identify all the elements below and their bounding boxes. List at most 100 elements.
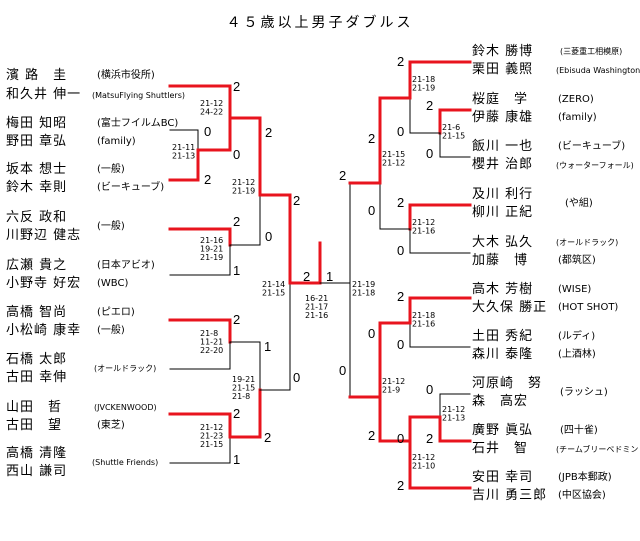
right-team: (四十雀) bbox=[560, 425, 598, 436]
game-score: 21-18 bbox=[412, 75, 435, 84]
game-score: 16-21 bbox=[305, 294, 328, 303]
right-player: 大久保 勝正 bbox=[472, 300, 548, 315]
set-score: 0 bbox=[426, 146, 433, 161]
right-team: (JPB本郵政) bbox=[558, 472, 612, 483]
set-score: 0 bbox=[397, 124, 404, 139]
set-score: 2 bbox=[368, 428, 375, 443]
set-score: 2 bbox=[397, 478, 404, 493]
game-score: 21-12 bbox=[382, 159, 405, 168]
set-score: 0 bbox=[204, 124, 211, 139]
left-team: (横浜市役所) bbox=[97, 70, 155, 81]
game-score: 21-9 bbox=[382, 386, 400, 395]
game-score: 21-8 bbox=[232, 392, 250, 401]
right-team: (family) bbox=[558, 112, 597, 123]
set-score: 2 bbox=[368, 131, 375, 146]
right-player: 廣野 眞弘 bbox=[472, 423, 534, 438]
left-player: 広瀬 貴之 bbox=[6, 258, 68, 273]
right-player: 飯川 一也 bbox=[472, 139, 534, 154]
left-team: (オールドラック) bbox=[94, 364, 157, 373]
right-team: (オールドラック) bbox=[556, 238, 619, 247]
right-team: (三菱重工相模原) bbox=[560, 47, 623, 56]
right-player: 及川 利行 bbox=[472, 187, 534, 202]
game-score: 21-15 bbox=[262, 289, 285, 298]
game-score: 22-20 bbox=[200, 346, 223, 355]
game-score: 21-15 bbox=[232, 384, 255, 393]
set-score: 2 bbox=[339, 168, 346, 183]
right-player: 大木 弘久 bbox=[472, 235, 534, 250]
set-score: 1 bbox=[264, 339, 271, 354]
game-score: 21-19 bbox=[200, 253, 223, 262]
right-player: 桜庭 学 bbox=[472, 92, 529, 107]
game-score: 21-11 bbox=[172, 143, 195, 152]
left-team: (ピエロ) bbox=[97, 307, 135, 318]
set-score: 2 bbox=[233, 214, 240, 229]
right-player: 石井 智 bbox=[472, 441, 529, 456]
game-score: 21-18 bbox=[412, 311, 435, 320]
left-team: (JVCKENWOOD) bbox=[94, 403, 157, 412]
left-player: 高橋 智尚 bbox=[6, 305, 68, 320]
right-player: 安田 幸司 bbox=[472, 470, 534, 485]
game-score: 21-19 bbox=[412, 84, 435, 93]
game-score: 21-18 bbox=[352, 289, 375, 298]
game-score: 21-16 bbox=[305, 311, 328, 320]
right-team: (ZERO) bbox=[558, 94, 594, 105]
set-score: 2 bbox=[233, 406, 240, 421]
left-player: 川野辺 健志 bbox=[6, 228, 82, 243]
left-team: (family) bbox=[97, 136, 136, 147]
set-score: 0 bbox=[397, 431, 404, 446]
set-score: 2 bbox=[303, 269, 310, 284]
right-player: 栗田 義照 bbox=[472, 62, 534, 77]
right-player: 鈴木 勝博 bbox=[472, 44, 534, 59]
left-player: 古田 幸伸 bbox=[6, 370, 68, 385]
right-player: 櫻井 治郎 bbox=[472, 157, 534, 172]
page-title: ４５歳以上男子ダブルス bbox=[226, 15, 414, 31]
set-score: 0 bbox=[368, 326, 375, 341]
left-team: (富士フイルムBC) bbox=[97, 118, 179, 129]
left-player: 和久井 伸一 bbox=[6, 87, 82, 102]
right-player: 高木 芳樹 bbox=[472, 282, 534, 297]
game-score: 21-12 bbox=[232, 178, 255, 187]
right-team: (ラッシュ) bbox=[560, 387, 608, 398]
right-team: (チームブリーベドミントン) bbox=[556, 445, 640, 454]
set-score: 2 bbox=[204, 172, 211, 187]
left-player: 西山 謙司 bbox=[6, 464, 68, 479]
game-score: 24-22 bbox=[200, 108, 223, 117]
left-team: (日本アビオ) bbox=[97, 260, 155, 271]
left-team: (一般) bbox=[97, 164, 125, 175]
game-score: 21-16 bbox=[200, 236, 223, 245]
right-team: (ウォーターフォール) bbox=[556, 161, 634, 170]
right-team: (HOT SHOT) bbox=[558, 302, 619, 313]
game-score: 21-13 bbox=[442, 414, 465, 423]
set-score: 1 bbox=[326, 269, 333, 284]
left-player: 高橋 清隆 bbox=[6, 446, 68, 461]
right-player: 吉川 勇三郎 bbox=[472, 488, 548, 503]
set-score: 2 bbox=[397, 54, 404, 69]
set-score: 0 bbox=[426, 382, 433, 397]
left-team: (Shuttle Friends) bbox=[92, 458, 159, 467]
left-team: (一般) bbox=[97, 221, 125, 232]
left-team: (MatsuFlying Shuttlers) bbox=[92, 91, 185, 100]
right-team: (Ebisuda Washington) bbox=[556, 66, 640, 75]
game-score: 19-21 bbox=[200, 245, 223, 254]
set-score: 0 bbox=[233, 147, 240, 162]
set-score: 1 bbox=[233, 263, 240, 278]
left-team: (WBC) bbox=[97, 278, 129, 289]
left-player: 山田 哲 bbox=[6, 400, 63, 415]
game-score: 19-21 bbox=[232, 375, 255, 384]
game-score: 21-15 bbox=[442, 132, 465, 141]
set-score: 0 bbox=[339, 363, 346, 378]
game-score: 21-19 bbox=[352, 280, 375, 289]
game-score: 21-12 bbox=[200, 423, 223, 432]
right-player: 河原崎 努 bbox=[472, 376, 543, 391]
right-team: (中区協会) bbox=[558, 490, 606, 501]
right-team: (WISE) bbox=[558, 284, 592, 295]
right-team: (や組) bbox=[565, 198, 593, 209]
left-player: 六反 政和 bbox=[6, 210, 68, 225]
game-score: 21-12 bbox=[412, 218, 435, 227]
set-score: 2 bbox=[264, 430, 271, 445]
game-score: 21-17 bbox=[305, 303, 328, 312]
left-player: 野田 章弘 bbox=[6, 134, 68, 149]
set-score: 0 bbox=[397, 337, 404, 352]
right-player: 森 高宏 bbox=[472, 394, 529, 409]
set-score: 0 bbox=[368, 203, 375, 218]
